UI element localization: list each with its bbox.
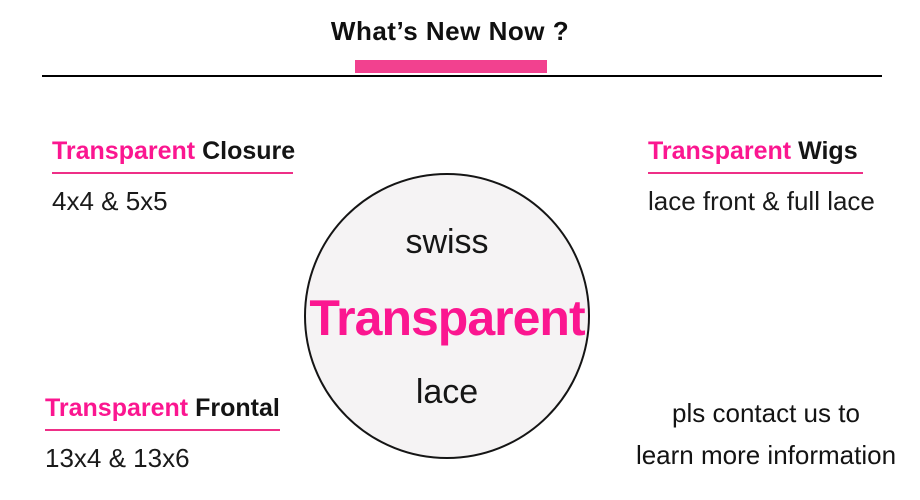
section-subtitle: 4x4 & 5x5 xyxy=(52,185,168,216)
circle-word-swiss: swiss xyxy=(405,223,489,261)
page-title: What’s New Now ? xyxy=(330,16,570,46)
heading-underline xyxy=(648,172,863,174)
heading-rest-word: Closure xyxy=(202,137,296,165)
contact-note-line2: learn more information xyxy=(635,440,897,470)
divider-accent-bar xyxy=(355,60,547,73)
swiss-transparent-lace-circle: swiss Transparent lace xyxy=(304,173,590,459)
heading-rest-word: Wigs xyxy=(798,137,858,165)
heading-accent-word: Transparent xyxy=(52,137,196,165)
contact-note-line1: pls contact us to xyxy=(672,398,860,428)
circle-word-transparent: Transparent xyxy=(309,290,585,346)
section-subtitle: 13x4 & 13x6 xyxy=(45,442,190,473)
heading-underline xyxy=(45,429,280,431)
heading-rest-word: Frontal xyxy=(195,394,280,422)
contact-note: pls contact us to learn more information xyxy=(616,392,916,476)
heading-accent-word: Transparent xyxy=(45,394,189,422)
divider-line xyxy=(42,75,882,77)
circle-word-lace: lace xyxy=(415,373,479,411)
heading-accent-word: Transparent xyxy=(648,137,792,165)
heading-underline xyxy=(52,172,293,174)
section-subtitle: lace front & full lace xyxy=(648,185,875,216)
